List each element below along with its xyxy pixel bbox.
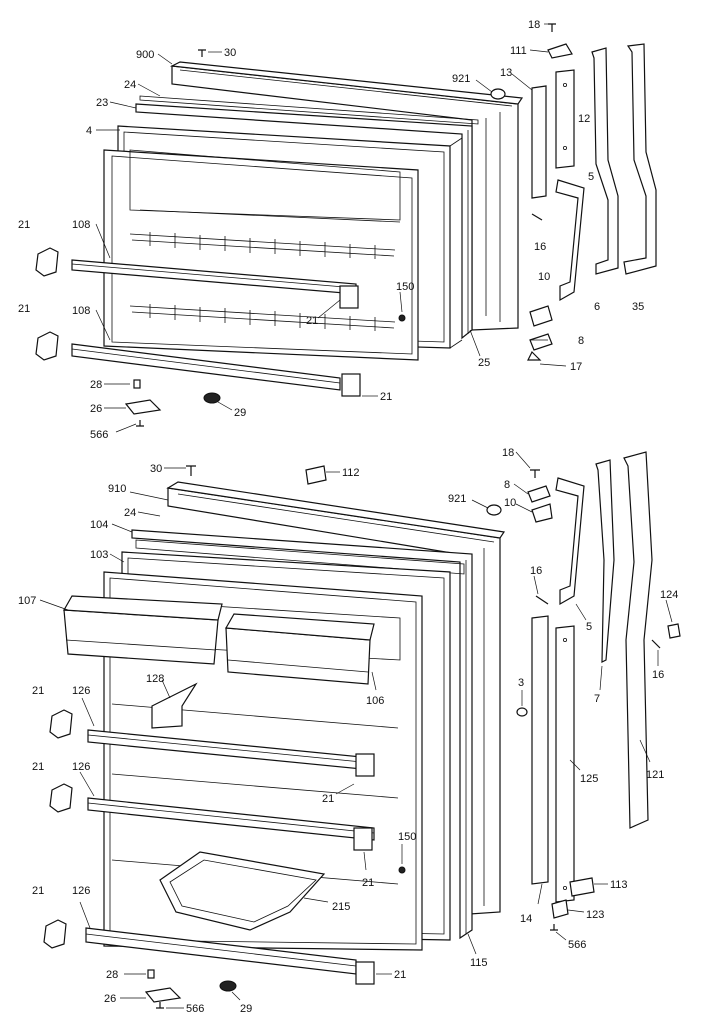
part-label-107: 107 xyxy=(18,595,36,607)
part-label-921: 921 xyxy=(448,493,466,505)
part-label-21: 21 xyxy=(322,793,334,805)
part-label-900: 900 xyxy=(136,49,154,61)
part-label-30: 30 xyxy=(150,463,162,475)
lower-leader-lines xyxy=(39,451,673,1009)
part-label-28: 28 xyxy=(90,379,102,391)
lower-part-labels: 30 112 18 8 910 921 10 24 104 103 16 107… xyxy=(18,447,678,1015)
part-label-5: 5 xyxy=(588,171,594,183)
part-label-108: 108 xyxy=(72,219,90,231)
part-label-25: 25 xyxy=(478,357,490,369)
part-label-28: 28 xyxy=(106,969,118,981)
part-label-108: 108 xyxy=(72,305,90,317)
part-label-21: 21 xyxy=(306,315,318,327)
part-label-29: 29 xyxy=(240,1003,252,1015)
part-label-21: 21 xyxy=(32,761,44,773)
upper-leader-lines xyxy=(95,23,567,433)
part-label-16: 16 xyxy=(534,241,546,253)
upper-door-assembly xyxy=(35,23,657,427)
part-label-17: 17 xyxy=(570,361,582,373)
lower-door-assembly xyxy=(43,451,681,1009)
part-label-126: 126 xyxy=(72,685,90,697)
part-label-8: 8 xyxy=(504,479,510,491)
part-label-6: 6 xyxy=(594,301,600,313)
part-label-21: 21 xyxy=(362,877,374,889)
part-label-26: 26 xyxy=(90,403,102,415)
part-label-21: 21 xyxy=(18,219,30,231)
part-label-3: 3 xyxy=(518,677,524,689)
part-label-13: 13 xyxy=(500,67,512,79)
part-label-112: 112 xyxy=(342,467,360,479)
part-label-35: 35 xyxy=(632,301,644,313)
part-label-104: 104 xyxy=(90,519,108,531)
part-label-21: 21 xyxy=(18,303,30,315)
part-label-113: 113 xyxy=(610,879,628,891)
part-label-115: 115 xyxy=(470,957,488,969)
part-label-4: 4 xyxy=(86,125,92,137)
part-label-126: 126 xyxy=(72,885,90,897)
part-label-10: 10 xyxy=(504,497,516,509)
part-label-14: 14 xyxy=(520,913,532,925)
part-label-30: 30 xyxy=(224,47,236,59)
part-label-910: 910 xyxy=(108,483,126,495)
part-label-21: 21 xyxy=(394,969,406,981)
part-label-124: 124 xyxy=(660,589,678,601)
part-label-566: 566 xyxy=(90,429,108,441)
part-label-125: 125 xyxy=(580,773,598,785)
part-label-150: 150 xyxy=(398,831,416,843)
part-label-21: 21 xyxy=(32,685,44,697)
part-label-8: 8 xyxy=(578,335,584,347)
part-label-921: 921 xyxy=(452,73,470,85)
part-label-18: 18 xyxy=(528,19,540,31)
part-label-12: 12 xyxy=(578,113,590,125)
part-label-566: 566 xyxy=(186,1003,204,1015)
part-label-21: 21 xyxy=(380,391,392,403)
part-label-26: 26 xyxy=(104,993,116,1005)
part-label-111: 111 xyxy=(510,45,527,57)
part-label-16: 16 xyxy=(652,669,664,681)
part-label-7: 7 xyxy=(594,693,600,705)
part-label-16: 16 xyxy=(530,565,542,577)
part-label-126: 126 xyxy=(72,761,90,773)
part-label-23: 23 xyxy=(96,97,108,109)
part-label-128: 128 xyxy=(146,673,164,685)
upper-part-labels: 18 900 30 111 24 921 13 23 12 4 5 21 108… xyxy=(18,19,644,441)
part-label-24: 24 xyxy=(124,79,136,91)
part-label-10: 10 xyxy=(538,271,550,283)
part-label-18: 18 xyxy=(502,447,514,459)
part-label-29: 29 xyxy=(234,407,246,419)
part-label-566: 566 xyxy=(568,939,586,951)
part-label-103: 103 xyxy=(90,549,108,561)
part-label-5: 5 xyxy=(586,621,592,633)
part-label-123: 123 xyxy=(586,909,604,921)
part-label-150: 150 xyxy=(396,281,414,293)
part-label-121: 121 xyxy=(646,769,664,781)
part-label-215: 215 xyxy=(332,901,350,913)
part-label-106: 106 xyxy=(366,695,384,707)
part-label-24: 24 xyxy=(124,507,136,519)
part-label-21: 21 xyxy=(32,885,44,897)
